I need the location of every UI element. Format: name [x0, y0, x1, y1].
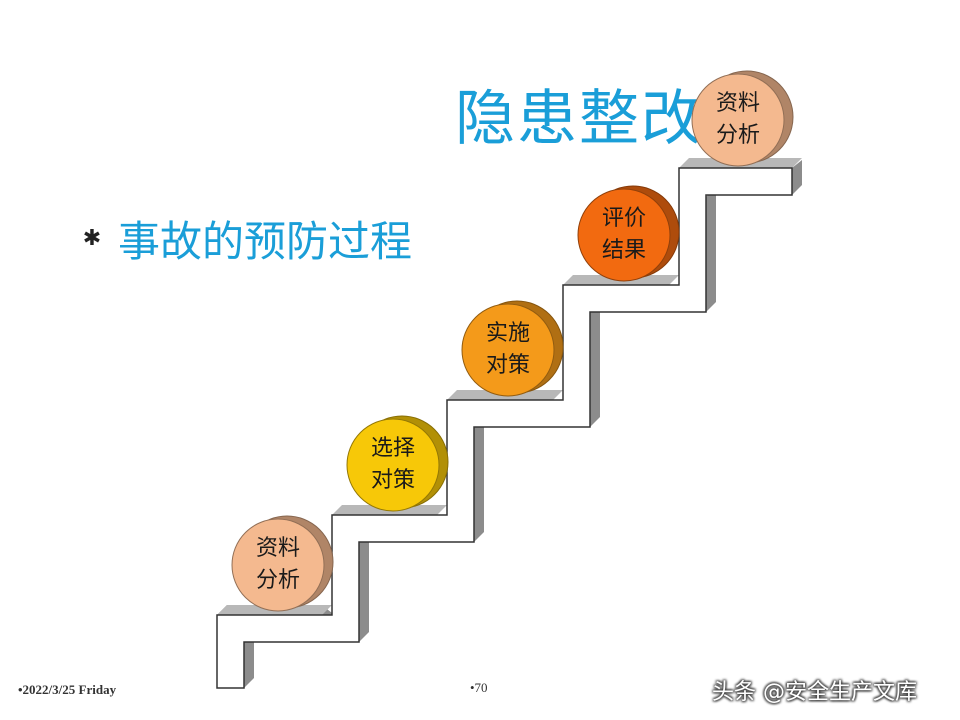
disc-face: [231, 518, 325, 612]
disc-face: [691, 73, 785, 167]
stair-side-face: [244, 632, 254, 688]
step-label-line-1: 实施: [486, 321, 530, 346]
step-label-line-1: 资料: [716, 91, 760, 116]
disc-face: [461, 303, 555, 397]
bullet-item: ✱ 事故的预防过程: [80, 208, 412, 269]
stair-side-face: [792, 160, 802, 195]
disc-face: [346, 418, 440, 512]
step-label-line-2: 结果: [602, 238, 646, 263]
stair-side-face: [359, 517, 369, 642]
step-label-line-2: 分析: [256, 568, 300, 593]
step-label-line-1: 资料: [256, 536, 300, 561]
diagram-title: 隐患整改: [455, 84, 703, 154]
step-label-line-2: 对策: [486, 353, 530, 378]
footer-date: •2022/3/25 Friday: [18, 682, 117, 697]
page-number: •70: [470, 680, 488, 695]
bullet-text: 事故的预防过程: [118, 217, 413, 266]
stair-side-face: [706, 187, 716, 312]
step-label-line-2: 对策: [371, 468, 415, 493]
step-label-line-1: 评价: [602, 206, 646, 231]
watermark-text: 头条 @安全生产文库: [712, 680, 917, 705]
step-label-line-1: 选择: [371, 436, 415, 461]
stair-front-face: [216, 167, 793, 689]
stair-side-face: [474, 417, 484, 542]
asterisk-bullet-icon: ✱: [82, 226, 102, 251]
disc-face: [577, 188, 671, 282]
step-label-line-2: 分析: [716, 123, 760, 148]
staircase: [216, 158, 802, 689]
stair-side-face: [590, 302, 600, 427]
